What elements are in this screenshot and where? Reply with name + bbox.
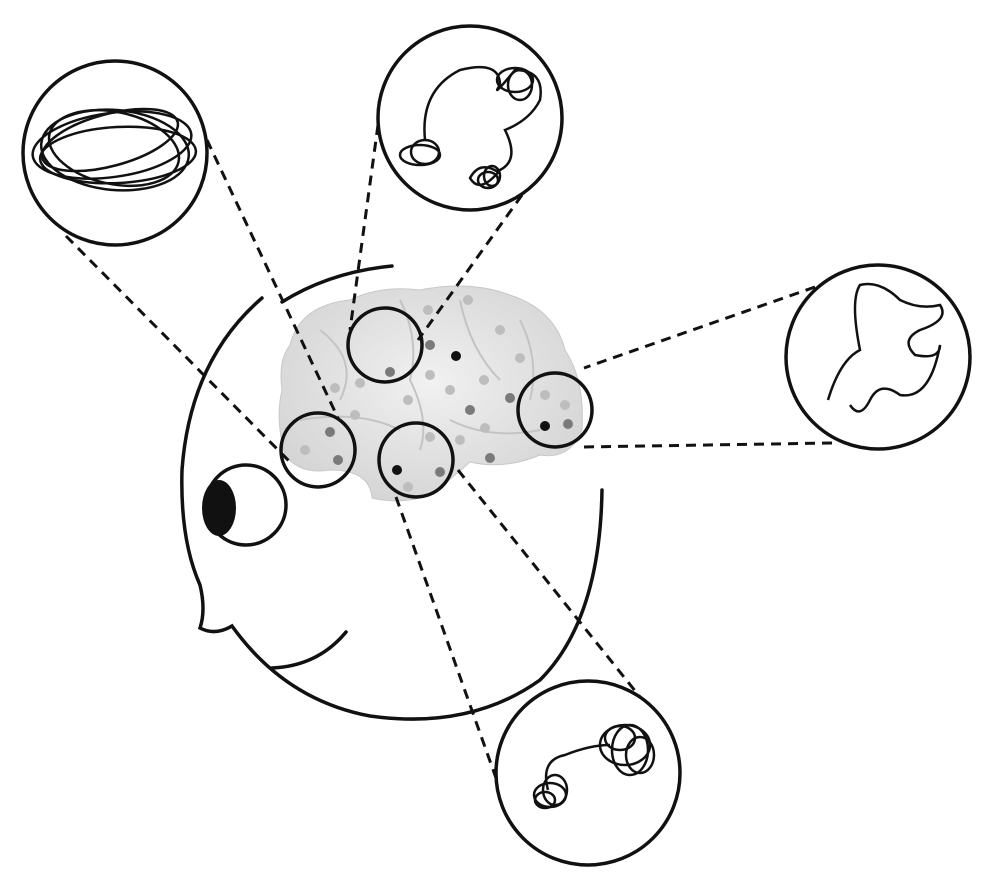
- region-circle-temporal: [377, 421, 455, 499]
- eye: [202, 463, 288, 547]
- zoom-circle-scribble-knots: [494, 679, 682, 867]
- head: [180, 264, 604, 721]
- zoom-circle-single-loop: [784, 263, 972, 451]
- connector-lines: [64, 124, 833, 779]
- zoom-circle-two-knots: [376, 24, 564, 212]
- brain-region-circles: [279, 306, 594, 499]
- pupil: [202, 480, 236, 536]
- smile: [270, 630, 348, 670]
- region-circle-frontal: [279, 411, 357, 489]
- head-outline: [180, 296, 604, 721]
- region-circle-frontal-top: [346, 306, 424, 384]
- brain: [278, 285, 583, 502]
- zoom-circle-tangled-loops: [21, 59, 209, 247]
- head-top-arc: [280, 264, 394, 304]
- brain-dots: [300, 295, 573, 492]
- region-circle-occipital: [516, 371, 594, 449]
